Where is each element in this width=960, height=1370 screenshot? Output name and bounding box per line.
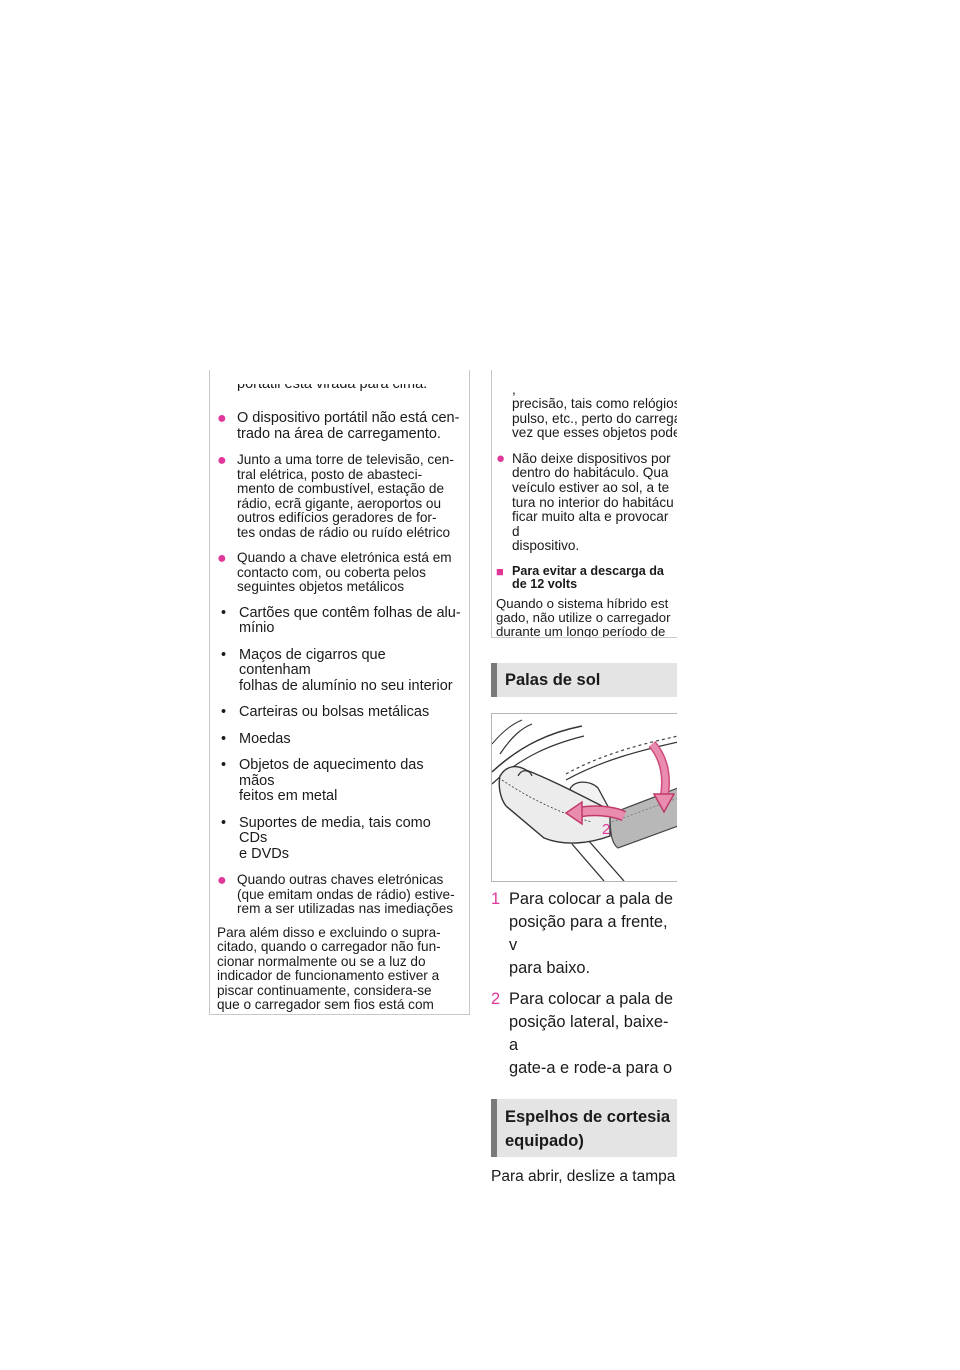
sub-item: •Carteiras ou bolsas metálicas	[221, 704, 430, 720]
sub-item: •Maços de cigarros que contenham folhas …	[221, 646, 453, 694]
paragraph: Para além disso e excluindo o supra- cit…	[217, 924, 441, 1014]
bullet-item: ●O dispositivo portátil não está cen- tr…	[217, 410, 460, 442]
square-bullet-icon: ■	[496, 563, 504, 579]
body-text: Para abrir, deslize a tampa	[491, 1168, 676, 1185]
bullet-dot-icon: ●	[217, 872, 227, 889]
sub-item: •Objetos de aquecimento das mãos feitos …	[221, 757, 424, 804]
bullet-item: ●Não deixe dispositivos por dentro do ha…	[496, 449, 674, 554]
caution-box: , precisão, tais como relógios pulso, et…	[491, 370, 677, 638]
callout-label: 2	[602, 821, 610, 838]
left-column: portátil está virada para cima. ●O dispo…	[209, 370, 470, 1015]
truncated-line: portátil está virada para cima.	[237, 384, 428, 392]
bullet-item: ●Quando a chave eletrónica está em conta…	[217, 550, 452, 594]
bullet-item: ●Junto a uma torre de televisão, cen- tr…	[217, 452, 454, 540]
truncated-text: , precisão, tais como relógios pulso, et…	[512, 386, 677, 441]
sub-item: •Moedas	[221, 730, 291, 747]
right-column: , precisão, tais como relógios pulso, et…	[491, 370, 677, 1370]
bullet-dot-icon: ●	[217, 452, 227, 469]
bullet-dot-icon: ●	[496, 449, 506, 467]
sub-item: •Suportes de media, tais como CDs e DVDs	[221, 814, 431, 862]
subheading: ■Para evitar a descarga da de 12 volts	[496, 563, 664, 592]
bullet-dot-icon: ●	[217, 410, 227, 427]
section-heading: Espelhos de cortesia equipado)	[491, 1099, 677, 1157]
sub-item: •Cartões que contêm folhas de alu- mínio	[221, 604, 461, 636]
bullet-dot-icon: ●	[217, 550, 227, 567]
sun-visor-illustration: 2	[491, 713, 677, 882]
section-heading: Palas de sol	[491, 663, 677, 697]
bullet-item: ●Quando outras chaves eletrónicas (que e…	[217, 872, 455, 916]
sun-visor-drawing: 2	[492, 714, 677, 881]
paragraph: Quando o sistema híbrido est gado, não u…	[496, 595, 671, 638]
